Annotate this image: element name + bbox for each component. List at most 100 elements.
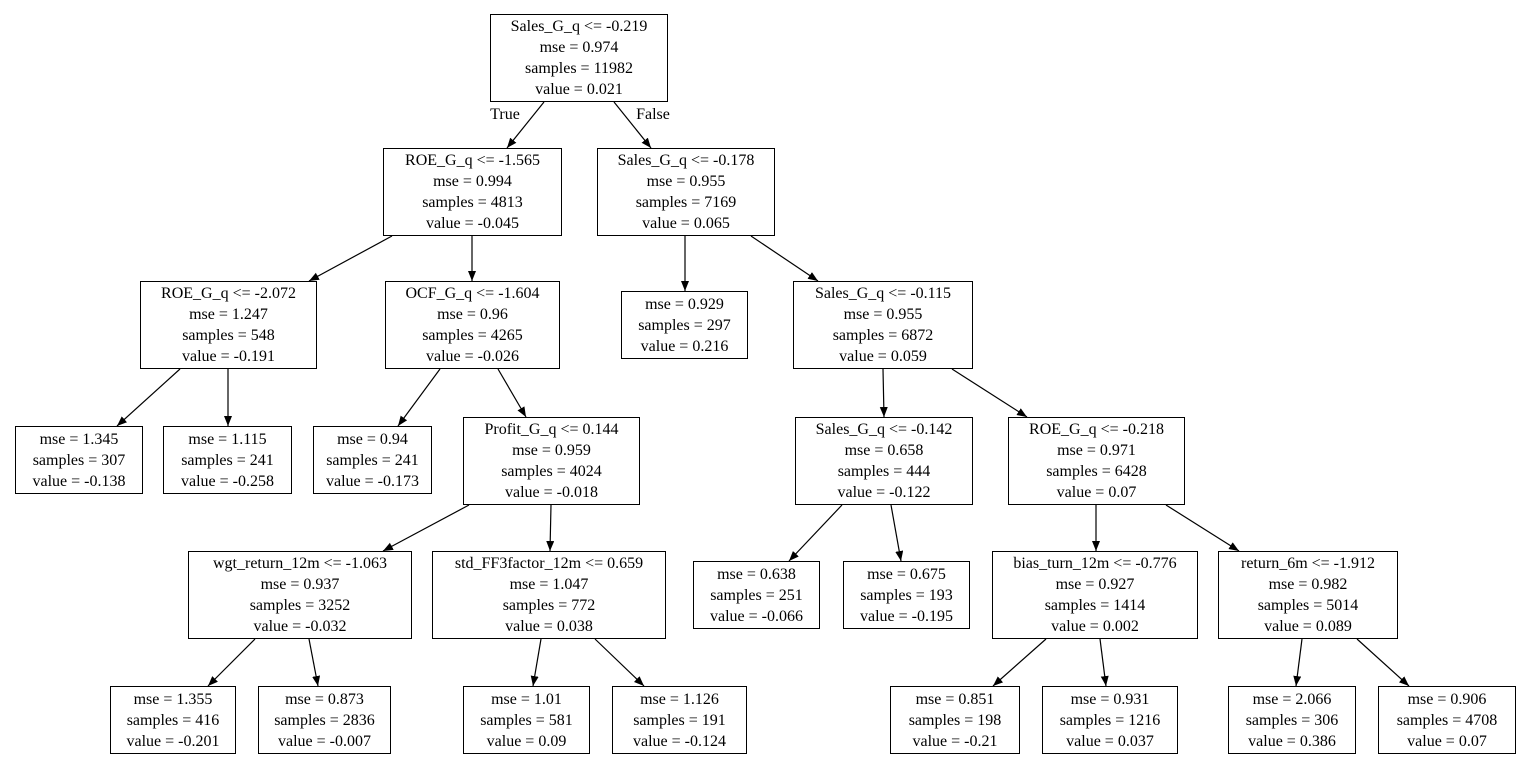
node-value-line: value = -0.066 <box>710 607 803 625</box>
node-mse-line: mse = 0.927 <box>1055 576 1135 593</box>
node-mse-line: mse = 0.955 <box>646 173 726 190</box>
node-samples-line: samples = 2836 <box>274 711 375 729</box>
tree-node: OCF_G_q <= -1.604 mse = 0.96 samples = 4… <box>385 281 560 369</box>
node-condition-line: Sales_G_q <= -0.142 <box>815 421 953 438</box>
node-value-line: value = -0.124 <box>633 732 726 750</box>
node-samples-line: samples = 772 <box>502 597 596 614</box>
node-condition-line: Sales_G_q <= -0.219 <box>510 18 648 35</box>
node-value-line: value = -0.173 <box>326 472 419 490</box>
node-samples-line: samples = 241 <box>326 451 419 469</box>
tree-node: bias_turn_12m <= -0.776 mse = 0.927 samp… <box>992 551 1198 639</box>
node-mse-line: mse = 0.929 <box>645 295 724 313</box>
node-mse-line: mse = 1.355 <box>133 690 213 708</box>
tree-leaf-node: mse = 1.126 samples = 191 value = -0.124 <box>612 686 747 754</box>
node-value-line: value = -0.007 <box>278 732 371 750</box>
node-value-line: value = -0.138 <box>32 472 126 490</box>
node-value-line: value = 0.07 <box>1407 732 1487 750</box>
node-value-line: value = -0.201 <box>126 732 220 750</box>
node-value-line: value = -0.032 <box>253 618 347 635</box>
tree-leaf-node: mse = 1.345 samples = 307 value = -0.138 <box>15 426 143 494</box>
node-value-line: value = 0.002 <box>1051 618 1139 635</box>
node-mse-line: mse = 1.01 <box>491 690 562 708</box>
tree-leaf-node: mse = 0.873 samples = 2836 value = -0.00… <box>258 686 391 754</box>
node-condition-line: OCF_G_q <= -1.604 <box>405 285 540 302</box>
node-samples-line: samples = 3252 <box>249 597 351 614</box>
node-mse-line: mse = 0.994 <box>433 173 512 190</box>
tree-leaf-node: mse = 0.851 samples = 198 value = -0.21 <box>890 686 1020 754</box>
tree-node: ROE_G_q <= -1.565 mse = 0.994 samples = … <box>383 148 562 236</box>
tree-leaf-node: mse = 1.01 samples = 581 value = 0.09 <box>463 686 590 754</box>
tree-node: return_6m <= -1.912 mse = 0.982 samples … <box>1218 551 1398 639</box>
node-mse-line: mse = 0.675 <box>867 565 946 583</box>
node-samples-line: samples = 7169 <box>635 194 737 211</box>
node-mse-line: mse = 0.658 <box>844 442 924 459</box>
tree-leaf-node: mse = 2.066 samples = 306 value = 0.386 <box>1228 686 1356 754</box>
node-value-line: value = -0.018 <box>505 484 598 501</box>
node-mse-line: mse = 1.047 <box>509 576 589 593</box>
node-condition-line: bias_turn_12m <= -0.776 <box>1013 555 1177 572</box>
tree-node: std_FF3factor_12m <= 0.659 mse = 1.047 s… <box>432 551 666 639</box>
tree-leaf-node: mse = 1.115 samples = 241 value = -0.258 <box>163 426 292 494</box>
tree-node: Sales_G_q <= -0.142 mse = 0.658 samples … <box>795 417 973 505</box>
node-samples-line: samples = 6872 <box>832 327 934 344</box>
node-mse-line: mse = 1.345 <box>39 430 119 448</box>
tree-node: Sales_G_q <= -0.115 mse = 0.955 samples … <box>793 281 973 369</box>
tree-leaf-node: mse = 0.94 samples = 241 value = -0.173 <box>313 426 432 494</box>
node-condition-line: ROE_G_q <= -2.072 <box>161 285 296 302</box>
node-samples-line: samples = 4813 <box>422 194 523 211</box>
node-mse-line: mse = 0.873 <box>285 690 364 708</box>
node-samples-line: samples = 241 <box>181 451 274 469</box>
tree-leaf-node: mse = 1.355 samples = 416 value = -0.201 <box>110 686 236 754</box>
node-samples-line: samples = 548 <box>182 327 275 344</box>
tree-leaf-node: mse = 0.931 samples = 1216 value = 0.037 <box>1042 686 1178 754</box>
node-mse-line: mse = 0.638 <box>717 565 796 583</box>
edge-label-false: False <box>636 106 670 123</box>
node-samples-line: samples = 198 <box>908 711 1002 729</box>
node-condition-line: Sales_G_q <= -0.115 <box>814 285 952 302</box>
tree-node: ROE_G_q <= -2.072 mse = 1.247 samples = … <box>140 281 317 369</box>
node-mse-line: mse = 0.955 <box>843 306 923 323</box>
node-value-line: value = -0.122 <box>837 484 931 501</box>
node-samples-line: samples = 4708 <box>1396 711 1498 729</box>
node-mse-line: mse = 2.066 <box>1252 690 1332 708</box>
node-condition-line: Profit_G_q <= 0.144 <box>484 421 619 438</box>
node-samples-line: samples = 297 <box>638 316 731 334</box>
node-samples-line: samples = 306 <box>1245 711 1339 729</box>
node-mse-line: mse = 0.971 <box>1057 442 1136 459</box>
node-mse-line: mse = 0.906 <box>1407 690 1487 708</box>
node-mse-line: mse = 0.974 <box>539 39 619 56</box>
node-value-line: value = 0.07 <box>1056 484 1137 501</box>
node-value-line: value = 0.09 <box>486 732 567 750</box>
node-condition-line: return_6m <= -1.912 <box>1240 555 1376 572</box>
node-value-line: value = -0.195 <box>860 607 953 625</box>
node-samples-line: samples = 191 <box>633 711 726 729</box>
tree-leaf-node: mse = 0.929 samples = 297 value = 0.216 <box>621 291 748 359</box>
node-condition-line: Sales_G_q <= -0.178 <box>617 152 755 169</box>
node-value-line: value = -0.258 <box>181 472 274 490</box>
node-value-line: value = 0.059 <box>839 348 927 365</box>
node-samples-line: samples = 4024 <box>501 463 602 480</box>
tree-leaf-node: mse = 0.638 samples = 251 value = -0.066 <box>693 561 820 629</box>
node-value-line: value = 0.216 <box>640 337 729 355</box>
node-value-line: value = -0.045 <box>426 215 519 232</box>
node-samples-line: samples = 193 <box>860 586 953 604</box>
node-samples-line: samples = 1216 <box>1059 711 1161 729</box>
node-mse-line: mse = 0.982 <box>1268 576 1348 593</box>
node-mse-line: mse = 0.94 <box>337 430 408 448</box>
tree-node: Sales_G_q <= -0.178 mse = 0.955 samples … <box>597 148 775 236</box>
node-mse-line: mse = 1.115 <box>188 430 267 448</box>
node-samples-line: samples = 6428 <box>1046 463 1147 480</box>
node-samples-line: samples = 1414 <box>1044 597 1146 614</box>
node-mse-line: mse = 0.851 <box>915 690 995 708</box>
node-mse-line: mse = 1.247 <box>189 306 268 323</box>
node-value-line: value = 0.089 <box>1264 618 1352 635</box>
tree-node: ROE_G_q <= -0.218 mse = 0.971 samples = … <box>1008 417 1185 505</box>
node-mse-line: mse = 0.931 <box>1070 690 1150 708</box>
node-value-line: value = -0.191 <box>182 348 275 365</box>
node-value-line: value = 0.386 <box>1248 732 1336 750</box>
edge-label-true: True <box>490 106 520 123</box>
node-condition-line: ROE_G_q <= -0.218 <box>1029 421 1164 438</box>
node-mse-line: mse = 1.126 <box>640 690 719 708</box>
node-condition-line: wgt_return_12m <= -1.063 <box>212 555 388 572</box>
